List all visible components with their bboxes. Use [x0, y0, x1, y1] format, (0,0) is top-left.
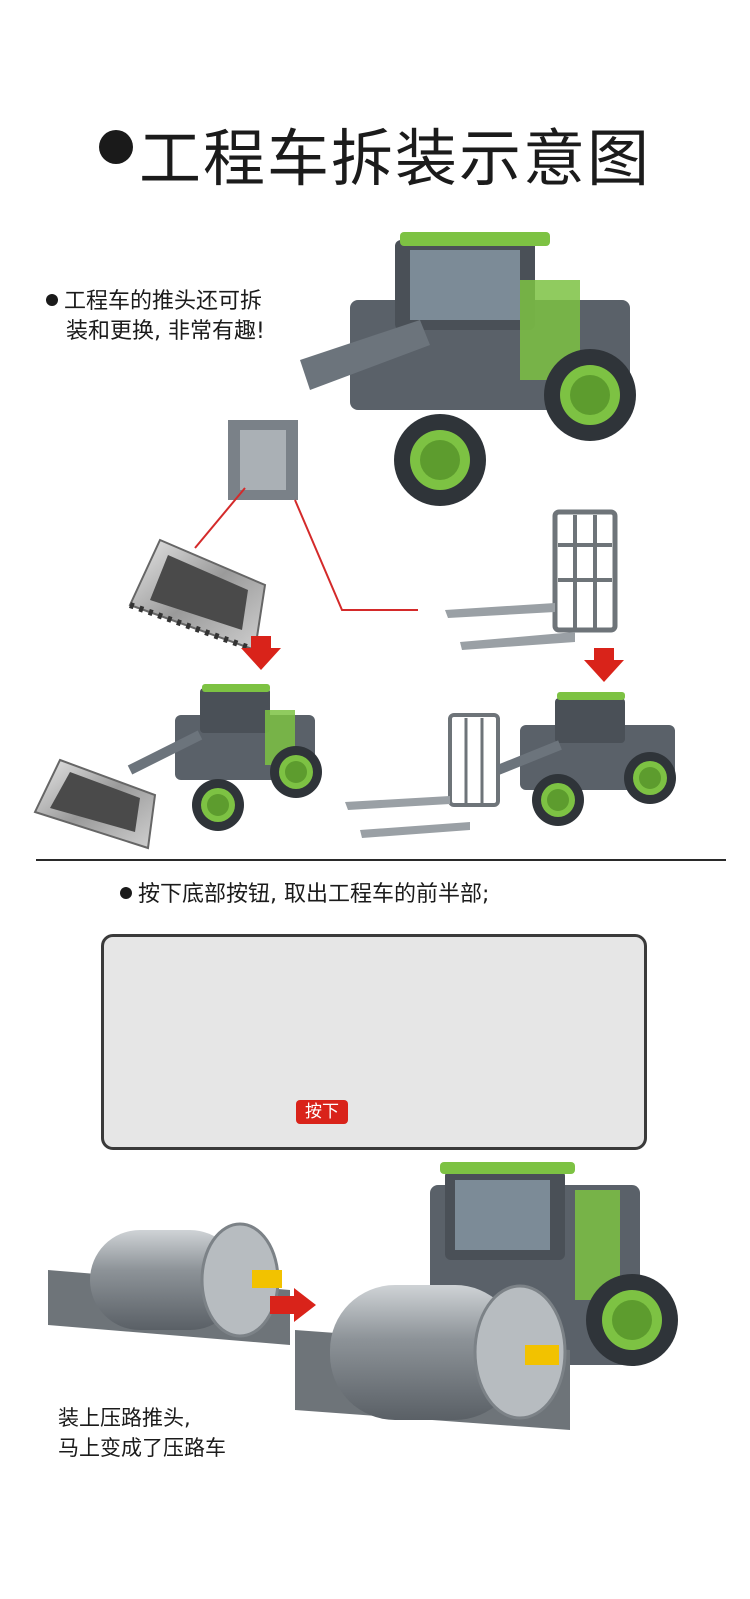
- section3-caption: 装上压路推头, 马上变成了压路车: [58, 1403, 318, 1463]
- fork-attachment-illustration: [445, 509, 618, 650]
- arrow-down-right-icon: [584, 648, 624, 682]
- loader-truck-illustration: [228, 232, 636, 506]
- page-title: 工程车拆装示意图: [0, 108, 750, 198]
- section3-caption-line2: 马上变成了压路车: [58, 1436, 226, 1460]
- caption-bullet-icon: [46, 294, 58, 306]
- title-bullet-icon: [98, 130, 133, 164]
- page-title-text: 工程车拆装示意图: [138, 122, 651, 195]
- loader-with-fork-illustration: [345, 692, 676, 838]
- section2-caption-text: 按下底部按钮, 取出工程车的前半部;: [138, 882, 490, 907]
- underside-panel: [101, 934, 647, 1150]
- bucket-attachment-illustration: [128, 538, 267, 653]
- section2-caption: 按下底部按钮, 取出工程车的前半部;: [120, 880, 720, 910]
- section1-caption-line2: 装和更换, 非常有趣!: [66, 319, 265, 344]
- caption-bullet-icon: [120, 887, 132, 899]
- arrow-right-icon: [270, 1288, 316, 1322]
- section1-caption-line1: 工程车的推头还可拆: [64, 289, 263, 314]
- roller-attachment-illustration: [48, 1222, 290, 1345]
- road-roller-truck-illustration: [295, 1162, 678, 1430]
- press-label: 按下: [296, 1100, 348, 1124]
- section1-caption: 工程车的推头还可拆 装和更换, 非常有趣!: [46, 287, 336, 347]
- section-divider: [36, 859, 726, 861]
- section3-caption-line1: 装上压路推头,: [58, 1406, 191, 1430]
- loader-with-bucket-illustration: [33, 684, 322, 850]
